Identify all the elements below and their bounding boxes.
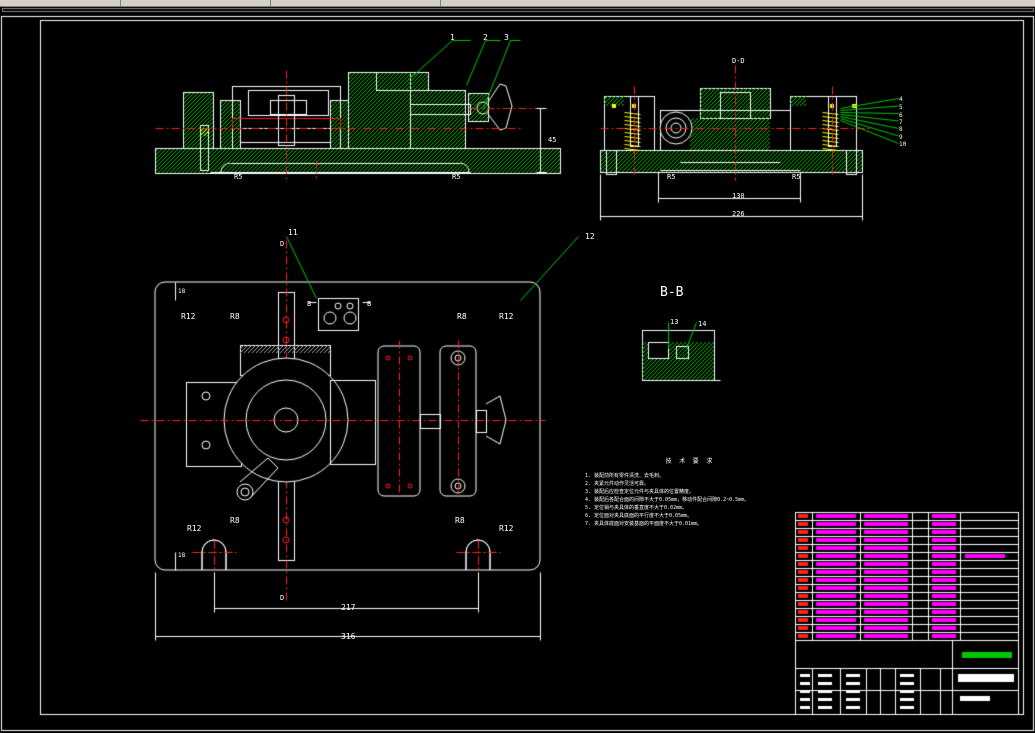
note-line: 3. 装配后应检查定位元件与夹具体的位置精度。 [585,489,695,495]
dim-316: 316 [341,632,356,641]
balloon-13: 13 [670,318,679,326]
balloon-4: 4 [899,96,903,103]
dim-r5-a: R5 [234,173,243,181]
dim-r8-bl: R8 [230,516,240,525]
note-line: 4. 装配后各配合面的间隙不大于0.05mm，移动件配合间隙0.2~0.5mm。 [585,497,750,503]
balloon-6: 6 [899,112,903,119]
note-line: 7. 夹具体底面对安装基面的平面度不大于0.01mm。 [585,521,703,527]
dim-r12-tl: R12 [181,312,196,321]
notes-title: 技 术 要 求 [665,458,715,465]
dim-45: 45 [548,136,557,144]
section-mark-d-bottom: D [280,594,285,602]
dim-r12-bl: R12 [187,524,202,533]
balloon-12: 12 [585,232,595,241]
note-line: 2. 夹紧元件动作灵活可靠。 [585,481,650,487]
toolbar-segment[interactable] [270,0,441,6]
dim-r8-tr: R8 [457,312,467,321]
dim-130: 130 [732,192,745,200]
section-mark-d-top: D [280,240,285,248]
note-line: 6. 定位面对夹具底面的平行度不大于0.05mm。 [585,513,693,519]
dim-r8-tl: R8 [230,312,240,321]
dim-r12-tr: R12 [499,312,514,321]
dim-18-top: 18 [178,288,186,295]
balloon-1: 1 [450,33,455,42]
toolbar-segment[interactable] [0,0,121,6]
balloon-3: 3 [504,33,509,42]
dim-r8-br: R8 [455,516,465,525]
balloon-7: 7 [899,119,903,126]
balloon-5: 5 [899,104,903,111]
note-line: 5. 定位销与夹具体的垂直度不大于0.02mm。 [585,505,688,511]
technical-requirements: 技 术 要 求 1. 装配前所有零件清洗、去毛刺。 2. 夹紧元件动作灵活可靠。… [585,458,795,528]
balloon-11: 11 [288,228,298,237]
dim-217: 217 [341,603,356,612]
toolbar-strip[interactable] [0,0,1035,7]
dim-r5-c: R5 [667,173,676,181]
section-bb-title: B-B [660,285,684,300]
dim-r5-d: R5 [792,173,801,181]
dim-18-bottom: 18 [178,552,186,559]
section-mark-b-left: B [307,300,312,308]
balloon-10: 10 [899,141,907,148]
balloon-9: 9 [899,134,903,141]
dim-226: 226 [732,210,745,218]
dim-r5-b: R5 [452,173,461,181]
section-mark-b-right: B [367,300,372,308]
section-dd-title: D-D [732,57,745,65]
balloon-8: 8 [899,126,903,133]
balloon-2: 2 [483,33,488,42]
dim-r12-br: R12 [499,524,514,533]
note-line: 1. 装配前所有零件清洗、去毛刺。 [585,473,665,479]
toolbar-segment[interactable] [120,0,271,6]
balloon-14: 14 [698,320,707,328]
